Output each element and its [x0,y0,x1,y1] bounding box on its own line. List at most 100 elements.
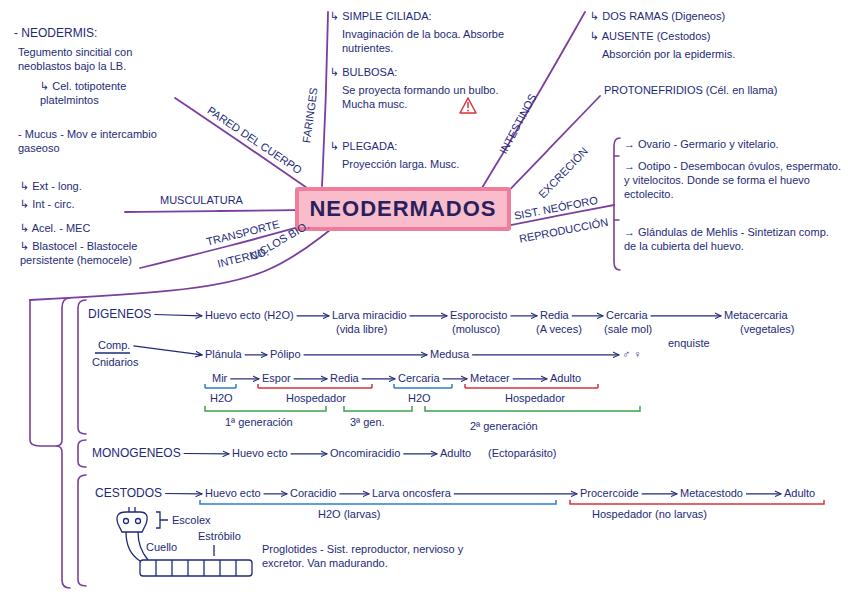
note-text: ↳ Acel. - MEC [20,222,90,236]
proglottid-lines [156,560,236,576]
host-underline [258,384,372,388]
note-text: Metacercaria [724,309,788,323]
note-text: Hospedador (no larvas) [592,508,707,522]
note-text: (vegetales) [740,323,794,337]
stage-arrow [297,315,329,316]
water-underline [394,384,452,388]
note-text: Mir [212,372,227,386]
stage-arrow [572,315,603,316]
stage-arrow [746,493,781,494]
note-text: → Ovario - Germario y vitelario. [624,138,842,152]
note-text: ↳ Cel. totipotente platelmintos [40,80,160,108]
stage-arrow [230,378,259,379]
note-text: Medusa [430,348,469,362]
note-text: Proglotides - Sist. reproductor, nervios… [262,543,492,571]
note-text: Redia [540,309,569,323]
stage-arrow [154,315,202,316]
note-text: Adulto [784,487,815,501]
note-text: - NEODERMIS: [14,26,97,41]
note-text: Esporocisto [450,309,507,323]
note-text: enquiste [668,337,710,351]
note-text: Cnidarios [92,356,138,370]
note-text: Cercaria [398,372,440,386]
generation-bracket [344,406,412,411]
note-text: Pólipo [270,348,301,362]
note-text: ↳ Int - circ. [20,198,74,212]
note-text: ↳ Ext - long. [20,180,82,194]
strobila-leader [213,545,214,556]
stage-arrow [651,315,721,316]
stage-arrow [510,315,537,316]
note-text: ↳ DOS RAMAS (Digeneos) [590,10,725,24]
stage-arrow [410,315,447,316]
stage-arrow [339,493,369,494]
stage-arrow [362,378,395,379]
stage-arrow [245,354,267,355]
note-text: Espor [262,372,291,386]
main-bracket [56,298,70,588]
warning-symbol [460,98,476,113]
note-text: PROTONEFRIDIOS (Cél. en llama) [604,84,777,98]
note-text: Metacer [470,372,510,386]
note-text: CESTODOS [95,486,162,501]
stage-arrow [304,354,427,355]
note-text: MONOGENEOS [92,446,181,461]
note-text: Cercaria [606,309,648,323]
stage-arrow [165,493,202,495]
note-text: H2O (larvas) [318,508,380,522]
generation-bracket [425,406,640,411]
comp-underline [95,352,130,354]
note-text: Procercoide [580,487,639,501]
stage-arrow [513,378,547,379]
note-text: ↳ BULBOSA: [330,66,397,80]
branch-label: PARED DEL CUERPO [204,104,304,178]
note-text: Huevo ecto [205,487,261,501]
note-text: → Glándulas de Mehlis - Sintetizan comp.… [624,226,842,254]
stage-arrow [133,346,202,355]
note-text: - Mucus - Mov e intercambio gaseoso [18,128,183,156]
note-text: Huevo ecto [232,447,288,461]
stage-arrow [472,354,619,355]
note-text: H2O [210,392,233,406]
note-text: (Ectoparásito) [488,447,556,461]
note-text: ♂ ♀ [622,348,642,362]
central-topic-box: NEODERMADOS [295,187,510,231]
note-text: Hospedador [286,392,346,406]
generation-bracket [205,406,326,411]
note-text: (molusco) [452,323,500,337]
tapeworm-drawing [117,507,252,576]
host-underline [465,384,598,388]
note-text: ↳ SIMPLE CILIADA: [330,10,432,24]
brackets [30,138,620,588]
branch-label: INTESTINOS [497,92,540,157]
note-text: H2O [408,392,431,406]
branch-line [125,210,310,212]
note-text: ↳ PLEGADA: [330,140,397,154]
note-text: 2ª generación [470,420,538,434]
scolex-bracket [156,512,168,528]
note-text: DIGENEOS [88,307,151,322]
stage-arrow [403,453,437,454]
note-text: Escolex [172,514,211,528]
note-text: ↳ AUSENTE (Cestodos) [590,30,710,44]
note-text: ↳ Blastocel - Blastocele persistente (he… [20,240,138,268]
note-text: Metacestodo [680,487,743,501]
note-text: Proyección larga. Musc. [342,158,512,172]
cestodos-bracket [78,475,86,586]
note-text: Tegumento sincitial con neoblastos bajo … [18,46,183,74]
host-underline [570,500,824,504]
branch-line [322,12,328,186]
stage-arrow [184,453,229,455]
bracket-ticks [614,156,619,220]
branch-label: FARINGES [300,87,321,144]
strobila [140,560,252,576]
neck [126,532,148,561]
note-text: Comp. [98,339,130,353]
underlines [95,353,824,504]
branch-label: EXCRECIÓN [536,145,591,202]
monogeneos-bracket [78,440,86,467]
note-text: Larva oncosfera [372,487,451,501]
water-underline [200,500,556,504]
note-text: Absorción por la epidermis. [602,48,735,62]
